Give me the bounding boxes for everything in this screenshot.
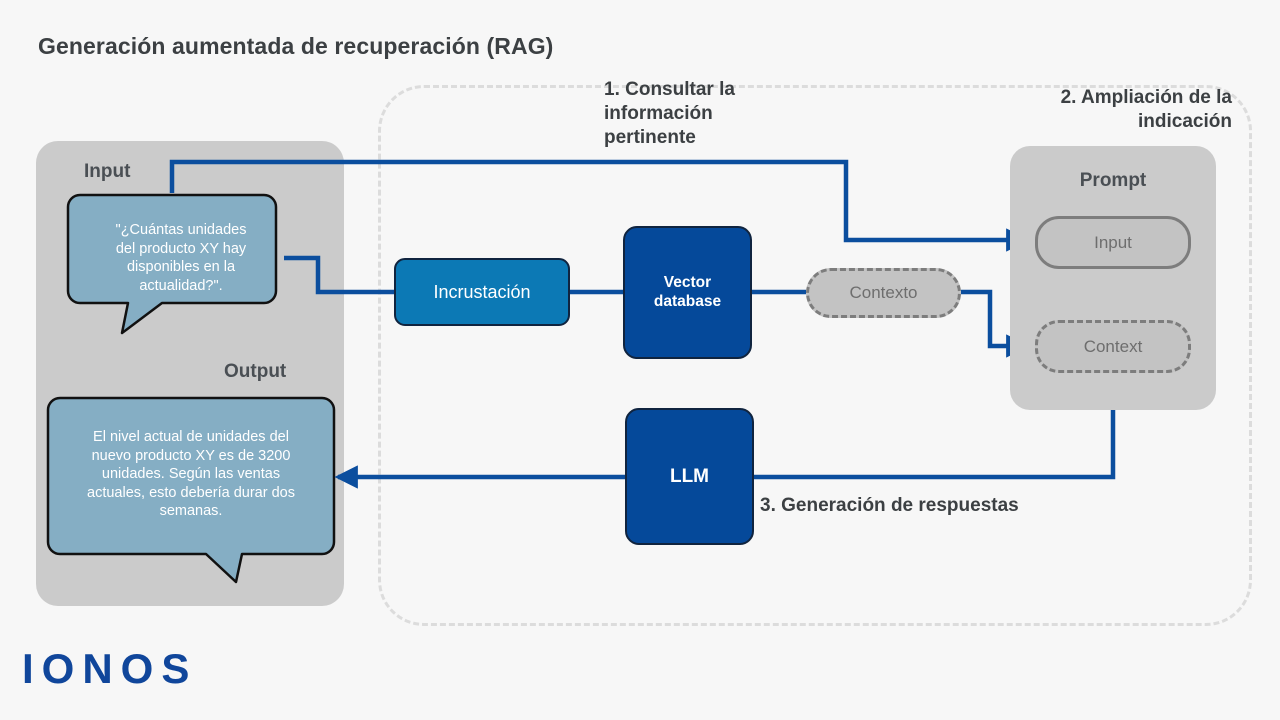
step-3-label: 3. Generación de respuestas <box>760 495 1019 516</box>
prompt-context-pill[interactable]: Context <box>1035 320 1191 373</box>
input-label: Input <box>84 161 131 182</box>
contexto-pill[interactable]: Contexto <box>806 268 961 318</box>
prompt-input-pill[interactable]: Input <box>1035 216 1191 269</box>
step-2-label: 2. Ampliación de la indicación <box>1060 87 1232 132</box>
embedding-box[interactable]: Incrustación <box>394 258 570 326</box>
output-bubble-shape <box>46 396 336 584</box>
ionos-logo: IONOS <box>22 645 198 692</box>
rag-process-container <box>378 85 1252 626</box>
output-label: Output <box>224 361 287 382</box>
output-speech-bubble: El nivel actual de unidades del nuevo pr… <box>46 396 336 592</box>
output-bubble-text: El nivel actual de unidades del nuevo pr… <box>87 429 295 520</box>
input-bubble-text: "¿Cuántas unidades del producto XY hay d… <box>115 222 247 294</box>
page-title: Generación aumentada de recuperación (RA… <box>38 33 554 59</box>
step-1-label: 1. Consultar la información pertinente <box>604 79 735 148</box>
llm-box[interactable]: LLM <box>625 408 754 545</box>
input-speech-bubble: "¿Cuántas unidades del producto XY hay d… <box>66 193 296 343</box>
prompt-title: Prompt <box>1079 170 1147 191</box>
vector-database-box[interactable]: Vector database <box>623 226 752 359</box>
